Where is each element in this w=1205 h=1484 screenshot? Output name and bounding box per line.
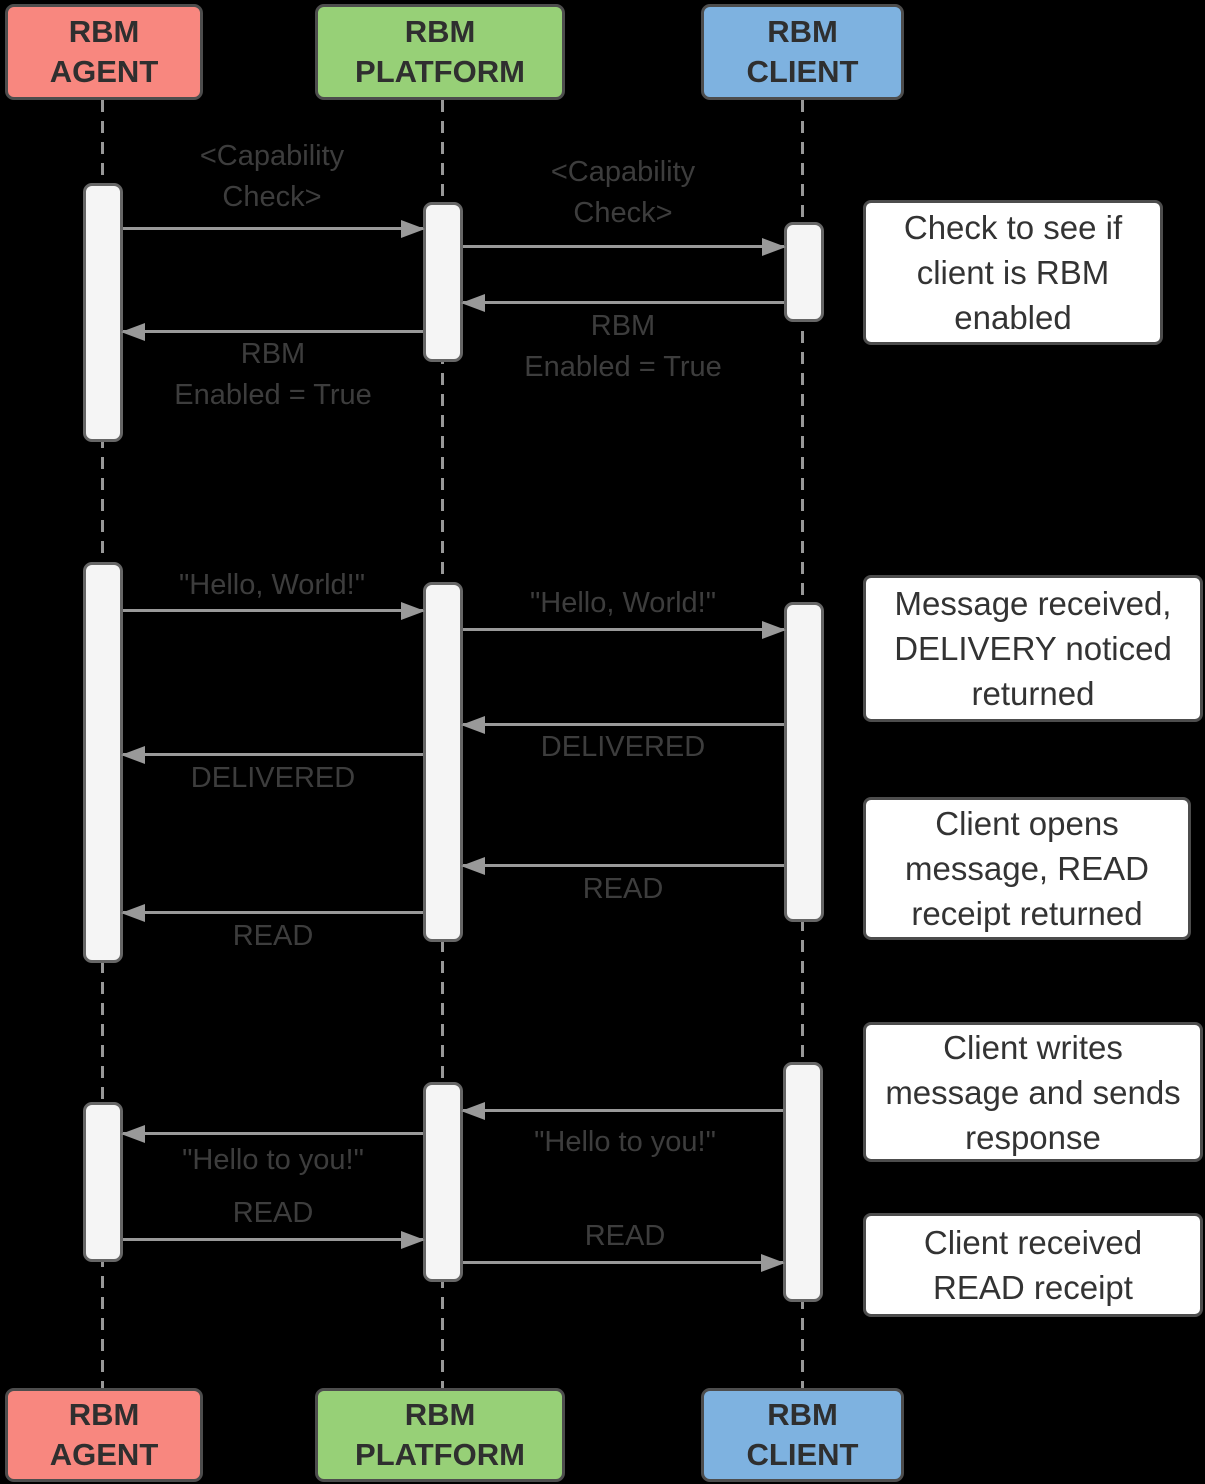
note-message-received: Message received, DELIVERY noticed retur… — [863, 575, 1203, 722]
actor-label-line: CLIENT — [746, 1437, 859, 1472]
actor-label-line: RBM — [404, 14, 476, 49]
label-line: Enabled = True — [174, 379, 372, 411]
arrowhead-right-icon — [401, 601, 425, 620]
note-client-writes-response: Client writes message and sends response — [863, 1022, 1203, 1162]
activation-bar-platform-message — [423, 582, 463, 942]
arrowhead-right-icon — [761, 1253, 785, 1272]
activation-bar-platform-response — [423, 1082, 463, 1282]
arrowhead-right-icon — [762, 237, 786, 256]
arrow-read-platform-to-client — [463, 1253, 785, 1272]
label-delivered-right: DELIVERED — [540, 731, 706, 763]
label-line: Check> — [573, 197, 673, 229]
actor-box-rbm-platform-top: RBM PLATFORM — [315, 4, 565, 100]
arrow-capability-check-agent-to-platform — [123, 219, 425, 238]
arrowhead-left-icon — [461, 293, 485, 312]
actor-label-line: PLATFORM — [355, 54, 525, 89]
arrow-hello-to-you-client-to-platform — [461, 1101, 783, 1120]
actor-label-line: AGENT — [49, 1437, 159, 1472]
actor-box-rbm-agent-top: RBM AGENT — [5, 4, 203, 100]
activation-bar-agent-capability — [83, 183, 123, 442]
arrow-rbm-enabled-client-to-platform — [461, 293, 784, 312]
note-client-received-read: Client received READ receipt — [863, 1213, 1203, 1317]
note-text: Client received READ receipt — [923, 1224, 1143, 1306]
arrow-hello-to-you-platform-to-agent — [121, 1124, 423, 1143]
label-line: <Capability — [199, 140, 345, 172]
note-text: Client opens message, READ receipt retur… — [905, 805, 1149, 932]
arrowhead-right-icon — [401, 1230, 425, 1249]
arrowhead-left-icon — [461, 715, 485, 734]
label-line: RBM — [590, 310, 656, 342]
label-line: <Capability — [550, 156, 696, 188]
note-text: Client writes message and sends response — [885, 1028, 1181, 1156]
arrowhead-left-icon — [121, 322, 145, 341]
label-read-left-message: READ — [232, 920, 314, 952]
actor-box-rbm-client-top: RBM CLIENT — [701, 4, 904, 100]
label-capability-check-left: <Capability Check> — [200, 136, 344, 218]
label-line: RBM — [240, 338, 306, 370]
arrowhead-left-icon — [121, 903, 145, 922]
actor-label-line: RBM — [68, 14, 140, 49]
activation-bar-client-message — [784, 602, 824, 922]
arrow-read-platform-to-agent — [121, 903, 423, 922]
label-hello-to-you-left: "Hello to you!" — [182, 1144, 364, 1176]
label-delivered-left: DELIVERED — [190, 762, 356, 794]
label-read-left-response: READ — [232, 1197, 314, 1229]
actor-box-rbm-client-bottom: RBM CLIENT — [701, 1388, 904, 1482]
arrow-delivered-client-to-platform — [461, 715, 784, 734]
label-rbm-enabled-left: RBM Enabled = True — [174, 334, 372, 416]
note-text: Message received, DELIVERY noticed retur… — [894, 585, 1172, 712]
arrow-capability-check-platform-to-client — [463, 237, 786, 256]
actor-box-rbm-platform-bottom: RBM PLATFORM — [315, 1388, 565, 1482]
arrow-rbm-enabled-platform-to-agent — [121, 322, 423, 341]
label-hello-world-right: "Hello, World!" — [529, 587, 717, 619]
note-text: Check to see if client is RBM enabled — [903, 209, 1123, 336]
actor-label-line: RBM — [68, 1397, 140, 1432]
arrowhead-right-icon — [401, 219, 425, 238]
arrow-read-client-to-platform — [461, 856, 784, 875]
note-capability-check: Check to see if client is RBM enabled — [863, 200, 1163, 345]
label-line: Enabled = True — [524, 351, 722, 383]
note-client-opens-message: Client opens message, READ receipt retur… — [863, 797, 1191, 940]
arrow-delivered-platform-to-agent — [121, 745, 423, 764]
arrowhead-left-icon — [461, 1101, 485, 1120]
actor-label-line: PLATFORM — [355, 1437, 525, 1472]
label-hello-to-you-right: "Hello to you!" — [534, 1126, 716, 1158]
label-line: Check> — [222, 181, 322, 213]
arrow-hello-world-agent-to-platform — [123, 601, 425, 620]
arrow-hello-world-platform-to-client — [463, 620, 786, 639]
label-rbm-enabled-right: RBM Enabled = True — [524, 306, 722, 388]
arrowhead-left-icon — [121, 745, 145, 764]
arrowhead-left-icon — [121, 1124, 145, 1143]
actor-label-line: RBM — [767, 14, 838, 49]
activation-bar-client-response — [783, 1062, 823, 1302]
activation-bar-agent-message — [83, 562, 123, 963]
label-read-right-response: READ — [584, 1220, 666, 1252]
label-read-right-message: READ — [582, 873, 664, 905]
arrowhead-left-icon — [461, 856, 485, 875]
arrow-read-agent-to-platform — [123, 1230, 425, 1249]
actor-label-line: CLIENT — [746, 54, 859, 89]
activation-bar-platform-capability — [423, 202, 463, 362]
activation-bar-agent-response — [83, 1102, 123, 1262]
actor-box-rbm-agent-bottom: RBM AGENT — [5, 1388, 203, 1482]
actor-label-line: AGENT — [49, 54, 159, 89]
arrowhead-right-icon — [762, 620, 786, 639]
label-capability-check-right: <Capability Check> — [551, 152, 695, 234]
label-hello-world-left: "Hello, World!" — [178, 569, 366, 601]
actor-label-line: RBM — [404, 1397, 476, 1432]
actor-label-line: RBM — [767, 1397, 838, 1432]
activation-bar-client-capability — [784, 222, 824, 322]
